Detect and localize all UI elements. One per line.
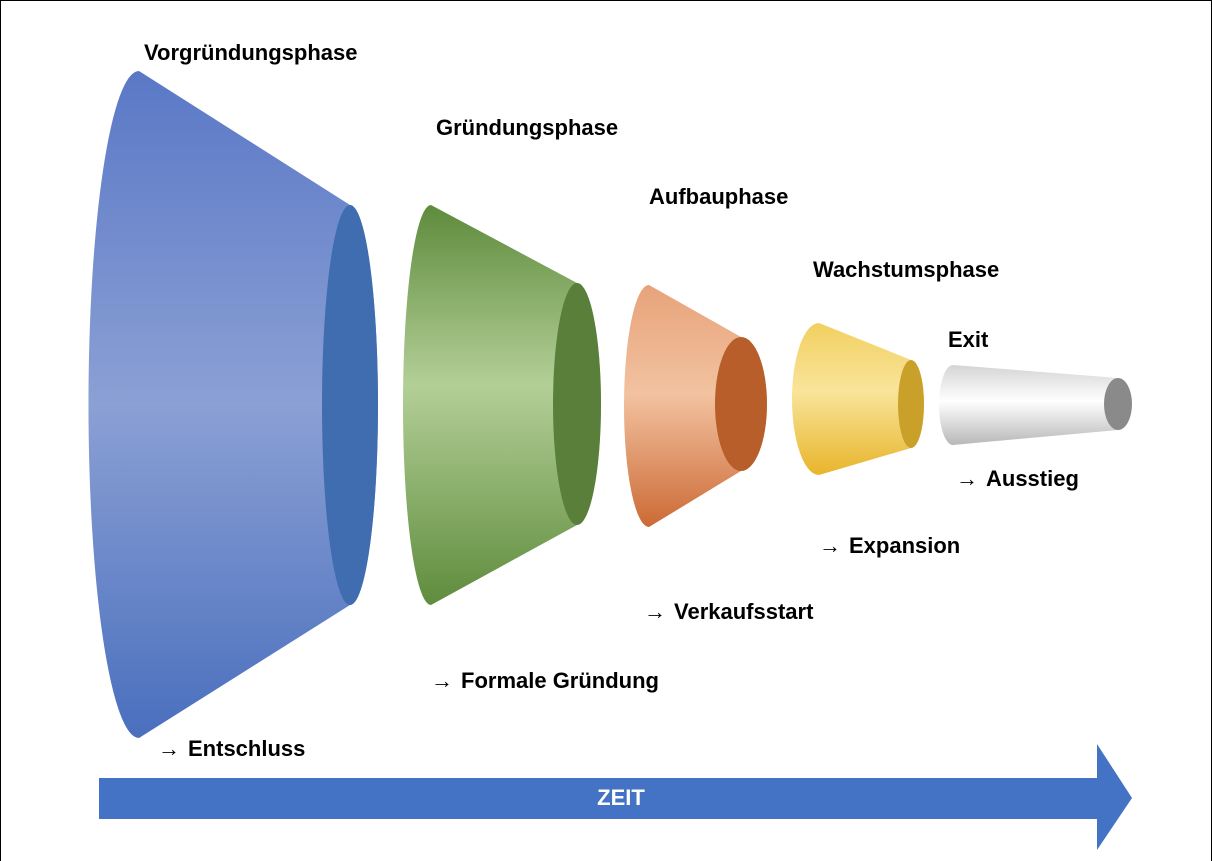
timeline-arrow — [99, 744, 1132, 850]
phase-title-wachstum: Wachstumsphase — [813, 257, 1000, 282]
milestone-expansion: → Expansion — [819, 535, 960, 557]
arrow-right-icon: → — [819, 533, 841, 558]
funnel-segment-gruendung — [403, 205, 601, 605]
phase-title-aufbau: Aufbauphase — [649, 184, 789, 209]
funnel-segment-vorgruendung — [88, 71, 378, 738]
milestone-label: Ausstieg — [986, 466, 1079, 491]
milestone-ausstieg: → Ausstieg — [956, 468, 1079, 490]
milestone-label: Entschluss — [188, 736, 306, 761]
milestone-verkaufsstart: → Verkaufsstart — [644, 601, 813, 623]
milestone-label: Formale Gründung — [461, 668, 659, 693]
arrow-right-icon: → — [644, 599, 666, 624]
phase-title-exit: Exit — [948, 327, 989, 352]
phase-title-gruendung: Gründungsphase — [436, 115, 619, 140]
arrow-right-icon: → — [956, 466, 978, 491]
arrow-right-icon: → — [158, 736, 180, 761]
phase-title-vorgruendung: Vorgründungsphase — [144, 40, 358, 65]
milestone-label: Expansion — [849, 533, 961, 558]
milestone-entschluss: → Entschluss — [158, 738, 305, 760]
funnel-segment-wachstum — [792, 323, 924, 475]
timeline-label: ZEIT — [597, 785, 645, 810]
milestone-label: Verkaufsstart — [674, 599, 814, 624]
milestone-formale-gruendung: → Formale Gründung — [431, 670, 659, 692]
funnel-segment-aufbau — [624, 285, 767, 527]
arrow-right-icon: → — [431, 668, 453, 693]
funnel-segment-exit — [939, 365, 1132, 445]
